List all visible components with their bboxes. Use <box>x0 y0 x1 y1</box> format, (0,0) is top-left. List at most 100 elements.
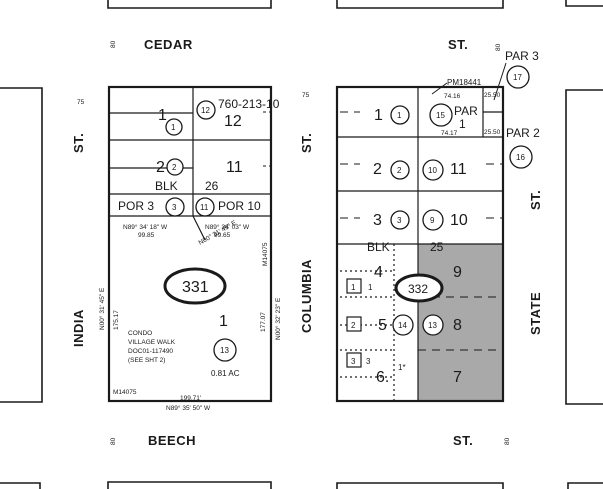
parcel-2-number: 2 <box>172 163 177 172</box>
por-3-label: POR 3 <box>118 199 154 213</box>
street-india-st: ST. <box>71 133 86 153</box>
parcel-9-circle[interactable] <box>422 209 444 231</box>
parcel-1-number-332: 1 <box>397 111 402 120</box>
parcel-10-number: 10 <box>428 166 437 175</box>
unit-1-lot: 1 <box>368 283 373 292</box>
block-fragment-bottom-right <box>336 482 504 489</box>
dim-b: 74.17 <box>441 130 458 137</box>
parcel-1-number: 1 <box>171 123 176 132</box>
condo-line-2: VILLAGE WALK <box>128 339 176 346</box>
lot-4-label: 4 <box>374 264 383 281</box>
block-331: 12 11 1 2 760-213-10 12 1 2 BLK 26 POR 3… <box>98 85 282 412</box>
blk-number-332: 25 <box>430 240 444 254</box>
parcel-17-circle[interactable] <box>506 65 530 89</box>
dim-c: 25.50 <box>484 92 501 99</box>
dim-a: 74.16 <box>444 93 461 100</box>
street-beech: BEECH <box>148 433 196 448</box>
map-ref-left: M14075 <box>113 389 137 396</box>
parcel-15-circle[interactable] <box>429 103 453 127</box>
parcel-3-number: 3 <box>172 203 177 212</box>
par-2-label: PAR 2 <box>506 126 540 140</box>
acreage: 0.81 AC <box>211 369 240 378</box>
lot-2-top-label: 2 <box>156 159 165 176</box>
parcel-10-circle[interactable] <box>422 159 444 181</box>
lot-1-label: 1 <box>374 107 383 124</box>
block-fragment-bottom-left <box>107 481 272 489</box>
parcel-13-circle-332[interactable] <box>422 314 444 336</box>
lot-3-label: 3 <box>373 212 382 229</box>
parcel-13-circle[interactable] <box>213 338 237 362</box>
unit-2-square[interactable] <box>346 316 362 332</box>
pm-leader <box>431 82 448 95</box>
parcel-3-circle-332[interactable] <box>390 210 410 230</box>
unit-1-square[interactable] <box>346 278 362 294</box>
street-cedar-st: ST. <box>448 37 468 52</box>
par-number: 1 <box>459 117 466 131</box>
unit-3-lot: 3 <box>366 357 371 366</box>
parcel-3-circle[interactable] <box>165 197 185 217</box>
par-3-label: PAR 3 <box>505 49 539 63</box>
par-3-leader <box>493 62 507 101</box>
street-beech-st: ST. <box>453 433 473 448</box>
condo-line-1: CONDO <box>128 330 152 337</box>
unit-2-number: 2 <box>351 321 356 330</box>
lot-1-top-label: 1 <box>158 107 167 124</box>
parcel-9-number: 9 <box>430 216 435 225</box>
unit-3-number: 3 <box>351 357 356 366</box>
por-10-label: POR 10 <box>218 199 261 213</box>
width-75-columbia: 75 <box>302 92 310 99</box>
condo-line-4: (SEE SHT 2) <box>128 357 165 364</box>
lot-11-label: 11 <box>450 161 467 178</box>
width-80-cedar: 80 <box>110 40 117 48</box>
parcel-12-circle[interactable] <box>196 100 216 120</box>
distance-bottom: 199.71' <box>180 395 201 402</box>
street-columbia-st: ST. <box>299 133 314 153</box>
condo-line-3: DOC01-117490 <box>128 348 173 355</box>
parcel-13-number: 13 <box>220 346 229 355</box>
lot-10-label: 10 <box>450 212 468 229</box>
street-state: STATE <box>528 292 543 335</box>
book-page-331-oval[interactable] <box>163 267 227 305</box>
lot-11-label: 11 <box>226 159 243 176</box>
parcel-2-circle[interactable] <box>166 158 184 176</box>
width-80-beech-right: 80 <box>504 437 511 445</box>
block-332: 1 1 15 PAR 1 PM18441 74.16 74.17 25.50 2… <box>335 49 540 403</box>
map-ref-right: M14075 <box>262 242 269 266</box>
distance-top-2: 99.65 <box>214 232 231 239</box>
parcel-14-circle[interactable] <box>392 314 414 336</box>
lot-1-main-label: 1 <box>219 313 228 330</box>
street-labels: CEDAR ST. BEECH ST. ST. INDIA ST. COLUMB… <box>71 37 543 448</box>
book-page-331: 331 <box>182 279 209 296</box>
unit-3-square[interactable] <box>346 352 362 368</box>
distance-right: 177.07 <box>260 312 267 332</box>
parcel-2-circle-332[interactable] <box>390 160 410 180</box>
parcel-1-circle[interactable] <box>165 118 183 136</box>
parcel-12-number: 12 <box>201 106 210 115</box>
blk-label: BLK <box>155 179 178 193</box>
parcel-15-number: 15 <box>436 111 445 120</box>
width-80-beech: 80 <box>110 437 117 445</box>
lot-2-label: 2 <box>373 161 382 178</box>
block-fragment-bottom-far-left <box>0 482 41 489</box>
bearing-left: N00° 31' 45" E <box>98 287 106 330</box>
lot-8-label: 8 <box>453 317 462 334</box>
lot-12-label: 12 <box>224 113 242 130</box>
parcel-1-circle-332[interactable] <box>390 105 410 125</box>
book-page-332-oval[interactable] <box>394 273 444 303</box>
unit-1-number: 1 <box>351 283 356 292</box>
blk-number: 26 <box>205 179 219 193</box>
bearing-right: N00° 32' 23" E <box>274 297 282 340</box>
street-india: INDIA <box>71 309 86 347</box>
parcel-3-number-332: 3 <box>397 216 402 225</box>
block-fragment-top-left <box>107 0 272 9</box>
block-fragment-top-right <box>336 0 504 9</box>
parcel-16-circle[interactable] <box>509 145 533 169</box>
block-fragment-top-far-right <box>565 0 603 7</box>
lot-6-label: 6. <box>376 369 389 386</box>
parcel-11-circle[interactable] <box>195 197 215 217</box>
dim-d: 25.50 <box>484 129 501 136</box>
par-label: PAR <box>454 104 478 118</box>
parcel-ref-label: 760-213-10 <box>218 97 280 111</box>
